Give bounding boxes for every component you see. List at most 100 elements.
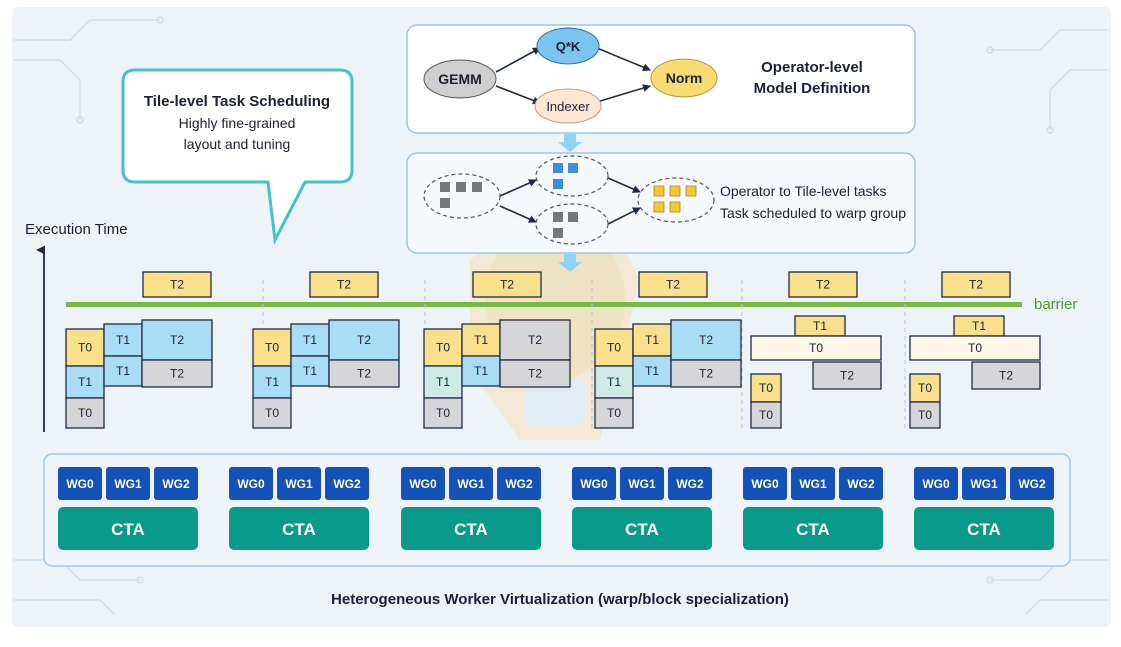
warp-group-label: WG0 [237, 477, 265, 491]
cta-box [401, 507, 541, 550]
task-block-t2 [309, 271, 379, 298]
task-block-t2 [141, 319, 213, 361]
task-label-t0: T0 [968, 341, 982, 355]
warp-group-box [497, 467, 541, 500]
task-label-t2: T2 [528, 333, 542, 347]
circuit-decoration-left [14, 16, 164, 616]
task-label-t2: T2 [699, 367, 713, 381]
cta-box [229, 507, 369, 550]
warp-group-label: WG0 [751, 477, 779, 491]
callout-line2: layout and tuning [184, 136, 291, 152]
edge-gemm-qk [495, 47, 541, 73]
task-label-t1: T1 [645, 333, 659, 347]
tile-square [568, 212, 578, 222]
circuit-decoration-right [986, 29, 1108, 616]
task-block-t2 [812, 361, 882, 390]
task-label-t1: T1 [78, 375, 92, 389]
tile-label-line2: Task scheduled to warp group [720, 205, 906, 221]
task-block-t2 [941, 271, 1011, 298]
task-block-t0 [750, 401, 782, 429]
task-label-t1: T1 [303, 364, 317, 378]
tile-square [440, 182, 450, 192]
task-label-t0: T0 [78, 341, 92, 355]
tile-edge-4 [607, 207, 641, 225]
task-block-t2 [499, 359, 571, 388]
task-label-t1: T1 [645, 364, 659, 378]
task-block-t0 [594, 328, 634, 367]
edge-indexer-norm [596, 84, 651, 103]
tile-edge-3 [607, 177, 641, 193]
task-label-t1: T1 [116, 364, 130, 378]
warp-group-label: WG0 [409, 477, 437, 491]
warp-group-label: WG2 [505, 477, 533, 491]
node-norm-label: Norm [666, 70, 703, 86]
task-label-t0: T0 [607, 406, 621, 420]
task-block-t2 [142, 271, 212, 298]
task-label-t2: T2 [357, 333, 371, 347]
task-label-t1: T1 [474, 364, 488, 378]
task-label-t0: T0 [918, 408, 932, 422]
cta-box [743, 507, 883, 550]
warp-group-label: WG0 [66, 477, 94, 491]
down-arrow-2 [558, 254, 582, 272]
callout-title: Tile-level Task Scheduling [144, 93, 330, 110]
node-qk-label: Q*K [556, 39, 581, 54]
tile-square [568, 163, 578, 173]
task-block-t0 [750, 335, 882, 361]
tile-square [669, 201, 681, 213]
task-label-t2: T2 [969, 278, 983, 292]
task-label-t0: T0 [809, 341, 823, 355]
warp-group-box [154, 467, 198, 500]
task-label-t0: T0 [759, 408, 773, 422]
tile-group-gray-2 [535, 203, 609, 245]
warp-group-box [572, 467, 616, 500]
node-qk [536, 27, 600, 65]
task-block-t2 [499, 319, 571, 361]
tile-edge-2 [499, 205, 537, 223]
task-block-t1 [290, 355, 330, 387]
task-label-t1: T1 [474, 333, 488, 347]
barrier-line [66, 302, 1022, 307]
task-label-t1: T1 [972, 319, 986, 333]
tile-square [553, 163, 563, 173]
task-label-t2: T2 [170, 278, 184, 292]
tile-square [440, 198, 450, 208]
warp-group-box [839, 467, 883, 500]
task-block-t2 [472, 271, 542, 298]
warp-group-label: WG1 [628, 477, 656, 491]
warp-group-label: WG0 [922, 477, 950, 491]
barrier-label: barrier [1034, 296, 1077, 313]
task-block-t2 [141, 359, 213, 388]
task-block-t0 [423, 397, 463, 429]
down-arrow-1 [558, 134, 582, 152]
warp-group-box [277, 467, 321, 500]
warp-group-box [58, 467, 102, 500]
task-label-t2: T2 [840, 369, 854, 383]
warp-group-box [229, 467, 273, 500]
tile-square [456, 182, 466, 192]
operator-label-line2: Model Definition [754, 80, 871, 97]
cta-label: CTA [967, 520, 1001, 539]
task-block-t1 [632, 355, 672, 387]
warp-group-label: WG2 [162, 477, 190, 491]
warp-group-label: WG2 [847, 477, 875, 491]
task-label-t0: T0 [436, 341, 450, 355]
cta-label: CTA [282, 520, 316, 539]
warp-group-box [325, 467, 369, 500]
task-label-t2: T2 [816, 278, 830, 292]
warp-group-box [743, 467, 787, 500]
task-label-t1: T1 [813, 319, 827, 333]
tile-group-yellow [637, 177, 715, 223]
cta-label: CTA [111, 520, 145, 539]
callout-bubble: Tile-level Task Scheduling Highly fine-g… [121, 68, 354, 246]
task-block-t2 [638, 271, 708, 298]
tile-square [553, 179, 563, 189]
task-block-t0 [594, 397, 634, 429]
warp-group-label: WG1 [285, 477, 313, 491]
task-block-t2 [328, 359, 400, 388]
task-label-t1: T1 [436, 375, 450, 389]
task-block-t1 [594, 365, 634, 399]
